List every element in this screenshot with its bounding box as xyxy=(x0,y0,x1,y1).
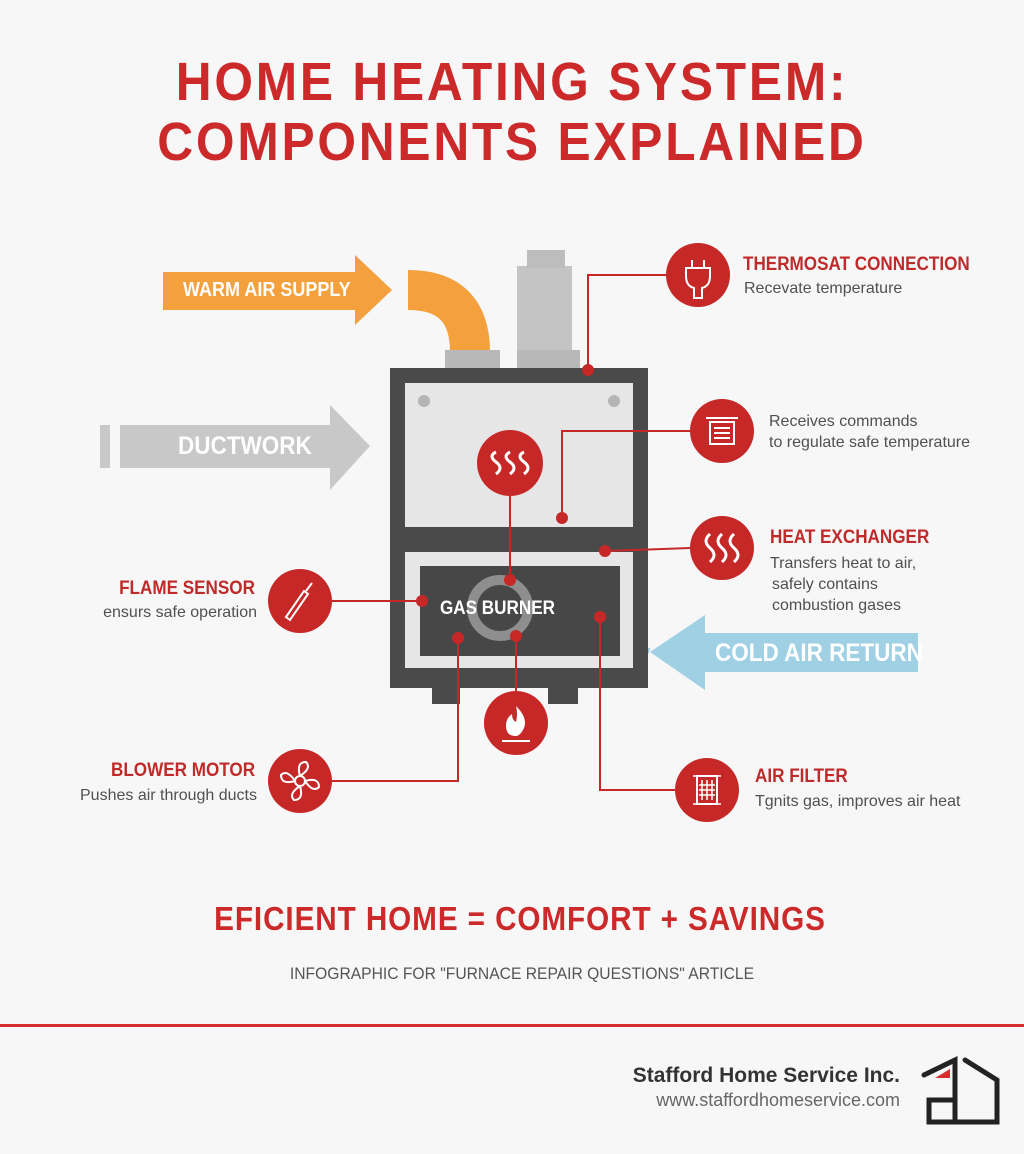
ductwork-arrow xyxy=(120,405,370,490)
connector-dots xyxy=(416,364,611,644)
heat-symbol-icon xyxy=(477,430,543,496)
company-name: Stafford Home Service Inc. xyxy=(632,1064,900,1087)
thermostat-desc: Recevate temperature xyxy=(744,280,903,297)
flue-collar xyxy=(517,350,580,370)
warm-air-arrow xyxy=(163,255,392,325)
heat-exchanger-title: HEAT EXCHANGER xyxy=(770,527,930,548)
supply-collar xyxy=(445,350,500,370)
blower-motor-desc: Pushes air through ducts xyxy=(80,787,257,804)
air-filter-desc: Tgnits gas, improves air heat xyxy=(755,793,961,810)
flame-sensor-title: FLAME SENSOR xyxy=(119,578,255,599)
thermostat-title: THERMOSAT CONNECTION xyxy=(743,254,970,275)
footer-divider xyxy=(0,1024,1024,1027)
air-filter-title: AIR FILTER xyxy=(755,766,848,787)
flame-sensor-desc: ensurs safe operation xyxy=(103,604,257,621)
flame-sensor-icon xyxy=(268,569,332,633)
company-logo xyxy=(921,1056,1000,1125)
air-filter-icon xyxy=(675,758,739,822)
heat-exchanger-desc-1: Transfers heat to air, xyxy=(770,555,917,572)
burner-ring xyxy=(467,575,533,641)
flame-icon xyxy=(484,691,548,755)
heat-exchanger-desc-3: combustion gases xyxy=(772,597,901,614)
chimney-cap xyxy=(527,250,565,268)
gas-burner-label: GAS BURNER xyxy=(440,598,555,619)
warm-air-pipe xyxy=(407,270,490,353)
plug-icon xyxy=(666,243,730,307)
warm-air-supply-label: WARM AIR SUPPLY xyxy=(183,279,351,301)
blower-motor-title: BLOWER MOTOR xyxy=(110,760,255,781)
control-board-icon xyxy=(690,399,754,463)
title-line-2: COMPONENTS EXPLAINED xyxy=(157,112,867,172)
title-line-1: HOME HEATING SYSTEM: xyxy=(175,52,849,112)
ductwork-label: DUCTWORK xyxy=(178,432,312,460)
fan-icon xyxy=(268,749,332,813)
cold-air-return-label: COLD AIR RETURN xyxy=(715,639,923,667)
chimney xyxy=(517,266,572,356)
control-desc-1: Receives commands xyxy=(769,413,918,430)
connector-lines xyxy=(332,274,691,791)
heat-exchanger-desc-2: safely contains xyxy=(772,576,878,593)
ductwork-strip xyxy=(100,425,110,468)
company-website[interactable]: www.staffordhomeservice.com xyxy=(656,1090,900,1110)
heat-exchanger-icon xyxy=(690,516,754,580)
control-desc-2: to regulate safe temperature xyxy=(769,434,971,451)
caption: INFOGRAPHIC FOR "FURNACE REPAIR QUESTION… xyxy=(289,964,755,983)
tagline: EFICIENT HOME = COMFORT + SAVINGS xyxy=(214,900,826,937)
cold-air-arrow xyxy=(650,615,918,690)
